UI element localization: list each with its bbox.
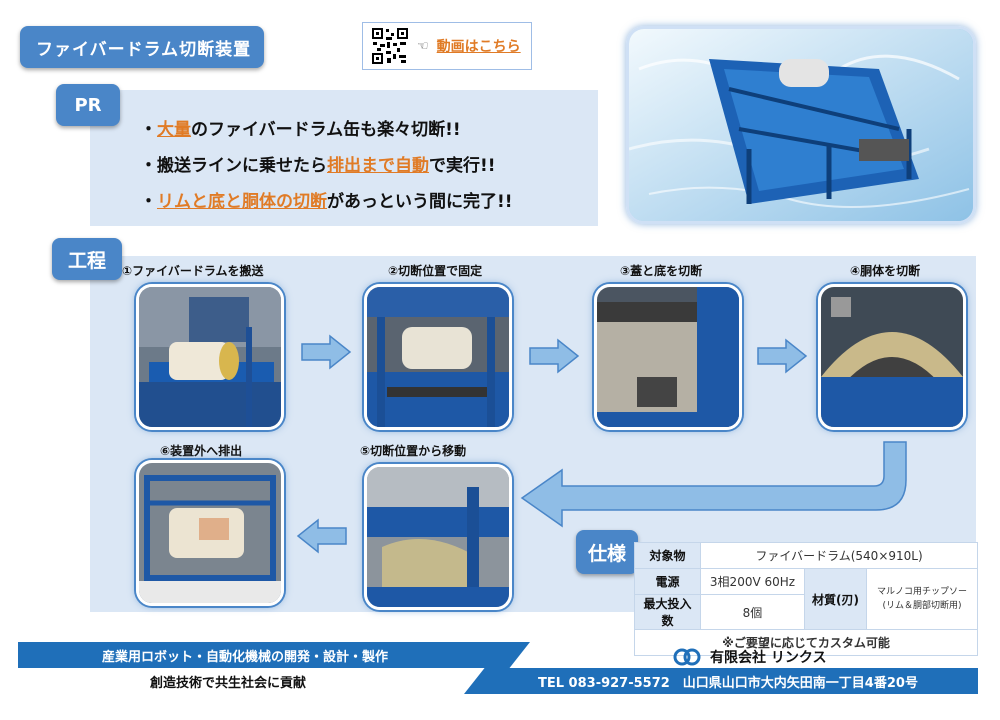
step-1-photo: [136, 284, 284, 430]
pointing-hand-icon: ☜: [417, 38, 429, 54]
footer-line1: 産業用ロボット・自動化機械の開発・設計・製作: [102, 649, 389, 665]
step-4-label: ④胴体を切断: [850, 264, 921, 278]
arrow-right-icon: [301, 334, 352, 370]
footer-contact: TEL 083-927-5572 山口県山口市大内矢田南一丁目4番20号: [538, 675, 918, 691]
step-2-label: ②切断位置で固定: [388, 264, 483, 278]
pr-panel: [90, 90, 598, 226]
step-2-photo: [364, 284, 512, 430]
spec-material-value: マルノコ用チップソー (リム＆胴部切断用): [866, 568, 978, 630]
pr-lines: ・大量のファイバードラム缶も楽々切断!! ・搬送ラインに乗せたら排出まで自動で実…: [140, 112, 600, 220]
pr-line-1: ・大量のファイバードラム缶も楽々切断!!: [140, 120, 461, 140]
video-link[interactable]: 動画はこちら: [436, 39, 521, 55]
step-1-label: ①ファイバードラムを搬送: [122, 264, 264, 278]
arrow-left-icon: [296, 518, 347, 554]
arrow-right-icon: [757, 338, 808, 374]
step-6-label: ⑥装置外へ排出: [160, 444, 243, 458]
spec-tag: 仕様: [576, 530, 638, 574]
spec-power-label: 電源: [634, 568, 701, 595]
spec-max-label: 最大投入数: [634, 594, 701, 630]
arrow-right-icon: [529, 338, 580, 374]
spec-material-label: 材質(刃): [804, 568, 867, 630]
spec-power-value: 3相200V 60Hz: [700, 568, 805, 595]
step-3-label: ③蓋と底を切断: [620, 264, 703, 278]
pr-line-2: ・搬送ラインに乗せたら排出まで自動で実行!!: [140, 156, 496, 176]
step-6-photo: [136, 460, 284, 606]
step-4-photo: [818, 284, 966, 430]
qr-code-icon[interactable]: [371, 27, 409, 65]
video-link-box[interactable]: ☜ 動画はこちら: [362, 22, 532, 70]
spec-note: ※ご要望に応じてカスタム可能: [634, 629, 978, 656]
footer-contact-bar: TEL 083-927-5572 山口県山口市大内矢田南一丁目4番20号: [464, 668, 978, 694]
hero-machine-photo: [626, 26, 976, 224]
pr-tag: PR: [56, 84, 120, 126]
spec-max-value: 8個: [700, 594, 805, 630]
return-arrow-icon: [520, 441, 907, 528]
process-tag: 工程: [52, 238, 122, 280]
step-5-label: ⑤切断位置から移動: [360, 444, 467, 458]
page-title: ファイバードラム切断装置: [20, 26, 264, 68]
footer-line2: 創造技術で共生社会に貢献: [150, 676, 307, 691]
company-logo-icon: [673, 648, 701, 666]
footer-tagline-bar: 産業用ロボット・自動化機械の開発・設計・製作: [18, 642, 530, 668]
step-3-photo: [594, 284, 742, 430]
company-name: 有限会社 リンクス: [672, 647, 826, 667]
spec-target-label: 対象物: [634, 542, 701, 569]
spec-target-value: ファイバードラム(540×910L): [700, 542, 978, 569]
spec-table: 対象物 ファイバードラム(540×910L) 電源 3相200V 60Hz 材質…: [634, 542, 978, 656]
step-5-photo: [364, 464, 512, 610]
pr-line-3: ・リムと底と胴体の切断があっという間に完了!!: [140, 192, 513, 212]
